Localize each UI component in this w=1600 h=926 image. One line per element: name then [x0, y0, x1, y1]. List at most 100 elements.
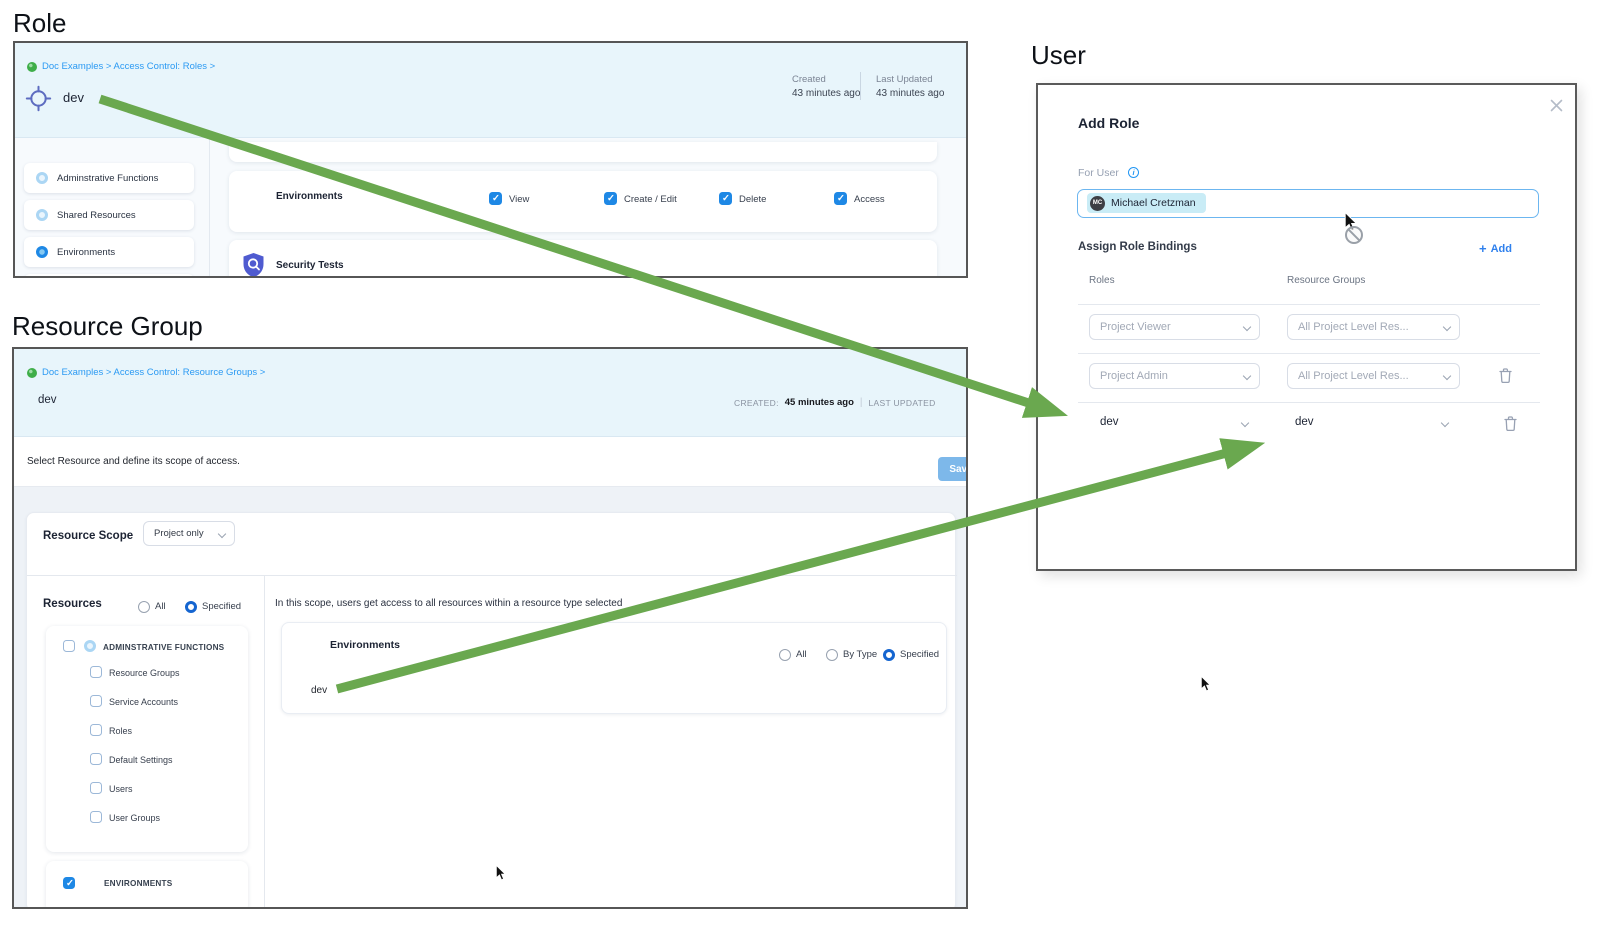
meta-divider	[860, 72, 861, 100]
info-icon[interactable]: i	[1128, 167, 1139, 178]
meta-divider: |	[859, 397, 863, 408]
chevron-down-icon[interactable]	[1440, 418, 1450, 428]
group-label: ADMINSTRATIVE FUNCTIONS	[103, 643, 225, 652]
shared-resources-icon	[36, 209, 48, 221]
resource-group-panel: Doc Examples > Access Control: Resource …	[12, 347, 968, 909]
sidebar-item-partial[interactable]	[24, 274, 194, 276]
chevron-down-icon	[1242, 322, 1252, 332]
resources-label: Resources	[43, 598, 102, 610]
administrative-functions-group: ADMINSTRATIVE FUNCTIONS Resource Groups …	[46, 626, 248, 852]
environments-permission-row: Environments View Create / Edit Delete A…	[229, 171, 937, 232]
sidebar-item-label: Adminstrative Functions	[57, 172, 159, 184]
access-checkbox[interactable]	[834, 192, 847, 205]
resource-groups-checkbox[interactable]	[90, 666, 102, 678]
resource-group-title: dev	[38, 394, 57, 406]
project-icon	[27, 368, 37, 378]
env-all-label: All	[796, 649, 807, 660]
resource-group-heading: Resource Group	[12, 311, 203, 341]
resource-label: Environments	[276, 191, 343, 202]
column-divider	[264, 575, 265, 907]
role-select-row1[interactable]: Project Viewer	[1089, 314, 1260, 340]
for-user-input[interactable]: MC Michael Cretzman	[1077, 189, 1539, 218]
env-card-label: Environments	[330, 639, 401, 651]
chevron-down-icon	[1442, 371, 1452, 381]
env-selected-value: dev	[311, 685, 328, 696]
administrative-functions-icon	[36, 172, 48, 184]
breadcrumb[interactable]: Doc Examples > Access Control: Roles >	[42, 61, 216, 72]
chevron-down-icon[interactable]	[1240, 418, 1250, 428]
env-by-type-radio[interactable]	[826, 649, 838, 661]
breadcrumb[interactable]: Doc Examples > Access Control: Resource …	[42, 367, 266, 378]
trash-icon[interactable]	[1503, 415, 1518, 432]
roles-checkbox[interactable]	[90, 724, 102, 736]
role-panel: Doc Examples > Access Control: Roles > d…	[13, 41, 968, 278]
bindings-label: Assign Role Bindings	[1078, 241, 1197, 253]
subtitle-bar: Select Resource and define its scope of …	[14, 437, 966, 487]
user-groups-checkbox[interactable]	[90, 811, 102, 823]
trash-icon[interactable]	[1498, 367, 1513, 384]
item-label: Service Accounts	[109, 697, 179, 707]
delete-label: Delete	[739, 194, 767, 205]
scope-card: Resource Scope Project only Resources Al…	[26, 512, 957, 907]
close-icon[interactable]	[1549, 98, 1564, 113]
resource-group-header: Doc Examples > Access Control: Resource …	[14, 349, 966, 437]
group-label: ENVIRONMENTS	[104, 879, 173, 888]
row-divider	[1078, 402, 1540, 403]
administrative-functions-icon	[84, 640, 96, 652]
row-divider	[1078, 353, 1540, 354]
role-value-row3[interactable]: dev	[1100, 416, 1119, 428]
users-checkbox[interactable]	[90, 782, 102, 794]
view-label: View	[509, 194, 530, 205]
sidebar-item-label: Shared Resources	[57, 209, 136, 221]
default-settings-checkbox[interactable]	[90, 753, 102, 765]
create-edit-checkbox[interactable]	[604, 192, 617, 205]
item-label: Users	[109, 784, 133, 794]
section-divider	[27, 575, 957, 576]
created-label: Created	[792, 74, 826, 85]
access-label: Access	[854, 194, 885, 205]
service-accounts-checkbox[interactable]	[90, 695, 102, 707]
role-panel-header: Doc Examples > Access Control: Roles > d…	[15, 43, 966, 138]
save-button[interactable]: Save	[938, 457, 966, 481]
resources-all-radio[interactable]	[138, 601, 150, 613]
updated-value: 43 minutes ago	[876, 88, 945, 99]
created-label: CREATED:	[734, 397, 779, 408]
updated-label: Last Updated	[876, 74, 933, 85]
meta-line: CREATED: 45 minutes ago | LAST UPDATED	[734, 397, 936, 408]
add-binding-button[interactable]: + Add	[1479, 241, 1512, 256]
sidebar-item-label: Environments	[57, 246, 116, 258]
resources-specified-radio[interactable]	[185, 601, 197, 613]
row-divider	[1078, 304, 1540, 305]
resource-scope-label: Resource Scope	[43, 530, 134, 542]
dialog-title: Add Role	[1078, 115, 1140, 131]
resource-label: Security Tests	[276, 260, 344, 271]
item-label: User Groups	[109, 813, 161, 823]
resource-group-value-row3[interactable]: dev	[1295, 416, 1314, 428]
sidebar-item-administrative-functions[interactable]: Adminstrative Functions	[24, 163, 194, 193]
resource-group-select-row1[interactable]: All Project Level Res...	[1287, 314, 1460, 340]
subtitle: Select Resource and define its scope of …	[27, 456, 240, 467]
user-chip[interactable]: MC Michael Cretzman	[1087, 193, 1206, 213]
role-select-row2[interactable]: Project Admin	[1089, 363, 1260, 389]
create-edit-label: Create / Edit	[624, 194, 677, 205]
resource-scope-select[interactable]: Project only	[143, 521, 235, 546]
user-heading: User	[1031, 40, 1086, 70]
for-user-label: For User	[1078, 167, 1119, 179]
env-specified-radio[interactable]	[883, 649, 895, 661]
resource-group-select-row2[interactable]: All Project Level Res...	[1287, 363, 1460, 389]
environments-checkbox[interactable]	[63, 877, 75, 889]
environments-icon	[36, 246, 48, 258]
sidebar-item-shared-resources[interactable]: Shared Resources	[24, 200, 194, 230]
scope-note: In this scope, users get access to all r…	[275, 598, 623, 609]
env-all-radio[interactable]	[779, 649, 791, 661]
chevron-down-icon	[1242, 371, 1252, 381]
delete-checkbox[interactable]	[719, 192, 732, 205]
administrative-functions-checkbox[interactable]	[63, 640, 75, 652]
role-crosshair-icon	[25, 85, 52, 112]
item-label: Default Settings	[109, 755, 173, 765]
avatar: MC	[1090, 195, 1105, 211]
view-checkbox[interactable]	[489, 192, 502, 205]
resources-all-label: All	[155, 601, 166, 612]
sidebar-item-environments[interactable]: Environments	[24, 237, 194, 267]
security-tests-permission-row: Security Tests	[229, 240, 937, 276]
